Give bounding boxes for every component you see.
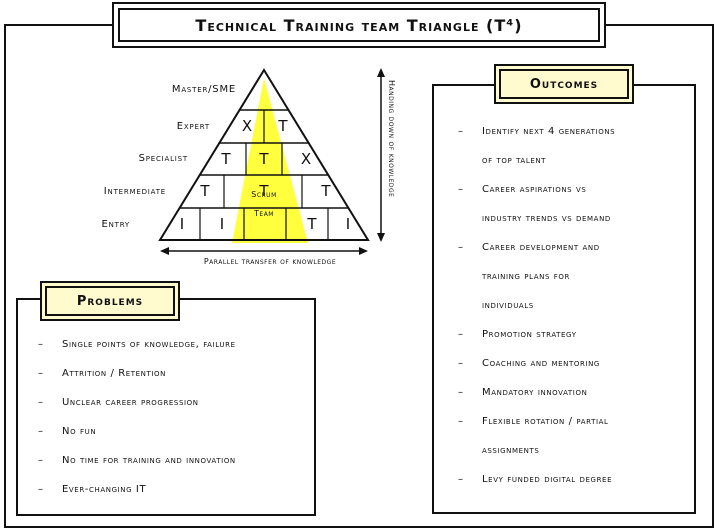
level-label-master: Master/SME	[171, 84, 236, 95]
list-item: –Flexible rotation / partial	[458, 416, 609, 427]
list-item: individuals	[482, 300, 534, 311]
vertical-arrow-label: Handing down of knowledge	[387, 80, 396, 197]
outcomes-panel: –Identify next 4 generations of top talen…	[432, 84, 696, 514]
list-item: training plans for	[482, 271, 570, 282]
list-item: –Identify next 4 generations	[458, 126, 616, 137]
scrum-team-highlight	[232, 78, 308, 243]
horizontal-arrow-label: Parallel transfer of knowledge	[204, 257, 336, 266]
title-box: Technical Training team Triangle (T⁴)	[112, 2, 606, 48]
list-item: –No fun	[38, 426, 97, 437]
list-item: –Career aspirations vs	[458, 184, 587, 195]
problems-list: –Single points of knowledge, failure –At…	[38, 330, 236, 504]
list-item: –Coaching and mentoring	[458, 358, 600, 369]
list-item: –Levy funded digital degree	[458, 474, 613, 485]
cell-expert-2: T	[277, 117, 288, 135]
outcomes-label: Outcomes	[494, 64, 634, 104]
cell-specialist-3: X	[301, 150, 311, 168]
cell-specialist-1: T	[220, 150, 231, 168]
list-item: –Ever-changing IT	[38, 484, 147, 495]
list-item: –Unclear career progression	[38, 397, 199, 408]
level-label-intermediate: Intermediate	[103, 186, 166, 197]
level-label-expert: Expert	[176, 121, 210, 132]
cell-specialist-2: T	[258, 150, 269, 168]
level-label-entry: Entry	[101, 219, 130, 230]
list-item: of top talent	[482, 155, 547, 166]
list-item: industry trends vs demand	[482, 213, 611, 224]
scrum-label-line2: Team	[253, 209, 274, 218]
pyramid-outline	[158, 68, 370, 241]
level-label-specialist: Specialist	[138, 153, 188, 164]
list-item: assignments	[482, 445, 540, 456]
list-item: –No time for training and innovation	[38, 455, 236, 466]
cell-intermediate-3: T	[320, 182, 331, 200]
problems-panel: –Single points of knowledge, failure –At…	[16, 298, 316, 516]
cell-entry-3: T	[306, 215, 317, 233]
page-title: Technical Training team Triangle (T⁴)	[118, 8, 600, 42]
cell-expert-1: X	[242, 117, 252, 135]
scrum-label-line1: Scrum	[251, 190, 277, 199]
cell-entry-2: I	[220, 215, 224, 233]
cell-intermediate-2: T	[258, 182, 269, 200]
cell-intermediate-1: T	[199, 182, 210, 200]
list-item: –Career development and	[458, 242, 600, 253]
list-item: –Single points of knowledge, failure	[38, 339, 236, 350]
cell-entry-4: I	[346, 215, 350, 233]
list-item: –Attrition / Retention	[38, 368, 167, 379]
list-item: –Mandatory innovation	[458, 387, 588, 398]
cell-entry-1: I	[180, 215, 184, 233]
outcomes-list: –Identify next 4 generations of top talen…	[458, 117, 615, 494]
problems-label: Problems	[40, 281, 180, 321]
list-item: –Promotion strategy	[458, 329, 577, 340]
